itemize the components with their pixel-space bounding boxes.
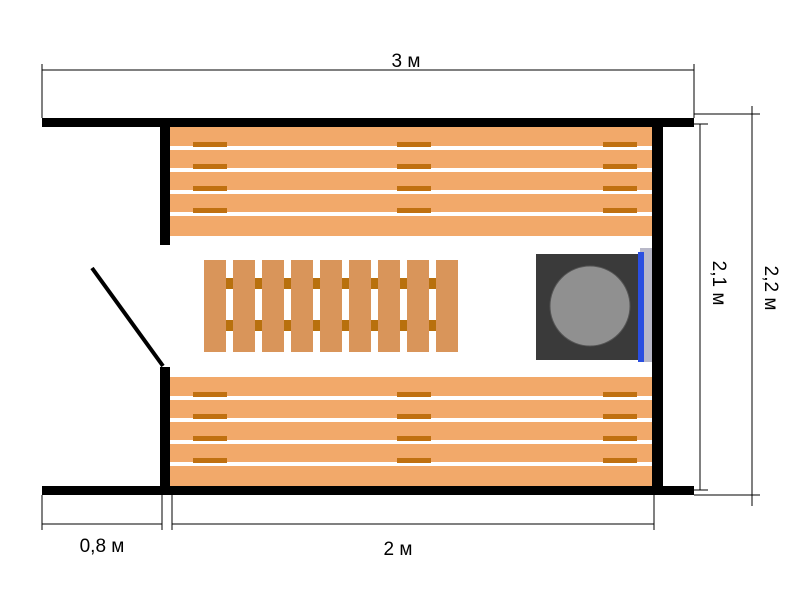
bench-support [397,392,431,397]
floor-grate-slat [291,260,313,352]
floor-grate-slat [204,260,226,352]
bench-support [193,458,227,463]
wall-bottom [42,486,694,495]
bench-support [193,208,227,213]
floor-grate-support [226,278,233,289]
floor-grate-support [313,320,320,331]
bench-plank-gap [170,168,652,172]
door-swing-icon [90,266,165,368]
bench-support [193,414,227,419]
dim-label-vestibule: 0,8 м [80,536,125,557]
floor-grate-support [429,320,436,331]
floor-grate-slat [320,260,342,352]
floor-grate [204,260,458,352]
bench-plank-gap [170,462,652,466]
bench-upper [170,127,652,236]
bench-support [603,436,637,441]
bench-support [397,164,431,169]
bench-support [193,392,227,397]
bench-support [397,186,431,191]
bench-support [603,458,637,463]
floor-grate-slat [349,260,371,352]
bench-plank-gap [170,396,652,400]
floor-grate-support [400,278,407,289]
dim-label-total-width: 2,2 м [760,266,781,311]
wall-right [652,118,663,495]
bench-support [397,414,431,419]
partition-lower [160,367,170,495]
dimension-lines [41,64,760,530]
partition-upper [160,118,170,245]
floor-grate-support [284,278,291,289]
dim-label-total-length: 3 м [392,51,421,72]
bench-support [193,142,227,147]
floor-grate-support [313,278,320,289]
floor-grate-support [226,320,233,331]
bench-plank-gap [170,146,652,150]
bench-support [397,436,431,441]
wall-top [42,118,694,127]
bench-support [193,186,227,191]
bench-support [603,186,637,191]
floor-grate-support [371,320,378,331]
dim-label-steam-room: 2 м [384,539,413,560]
floor-grate-slat [378,260,400,352]
bench-lower [170,377,652,486]
bench-support [397,458,431,463]
floor-grate-support [255,320,262,331]
stove-top [549,265,631,347]
bench-support [603,208,637,213]
floor-grate-support [255,278,262,289]
dim-label-inner-width: 2,1 м [708,261,729,306]
bench-support [603,142,637,147]
stove-icon [536,248,652,362]
bench-support [193,436,227,441]
floor-grate-slat [436,260,458,352]
floor-grate-support [342,320,349,331]
bench-support [603,392,637,397]
floor-grate-support [371,278,378,289]
floor-grate-support [284,320,291,331]
floor-grate-support [400,320,407,331]
floor-grate-slat [262,260,284,352]
stove-edge-accent [638,252,644,362]
floor-grate-slat [233,260,255,352]
floor-grate-slat [407,260,429,352]
walls [42,118,694,495]
bench-support [603,164,637,169]
bench-support [397,142,431,147]
bench-support [193,164,227,169]
bench-plank-gap [170,212,652,216]
bench-plank-gap [170,190,652,194]
bench-support [397,208,431,213]
floor-grate-support [342,278,349,289]
bench-support [603,414,637,419]
bench-plank-gap [170,440,652,444]
bench-plank-gap [170,418,652,422]
floor-grate-support [429,278,436,289]
